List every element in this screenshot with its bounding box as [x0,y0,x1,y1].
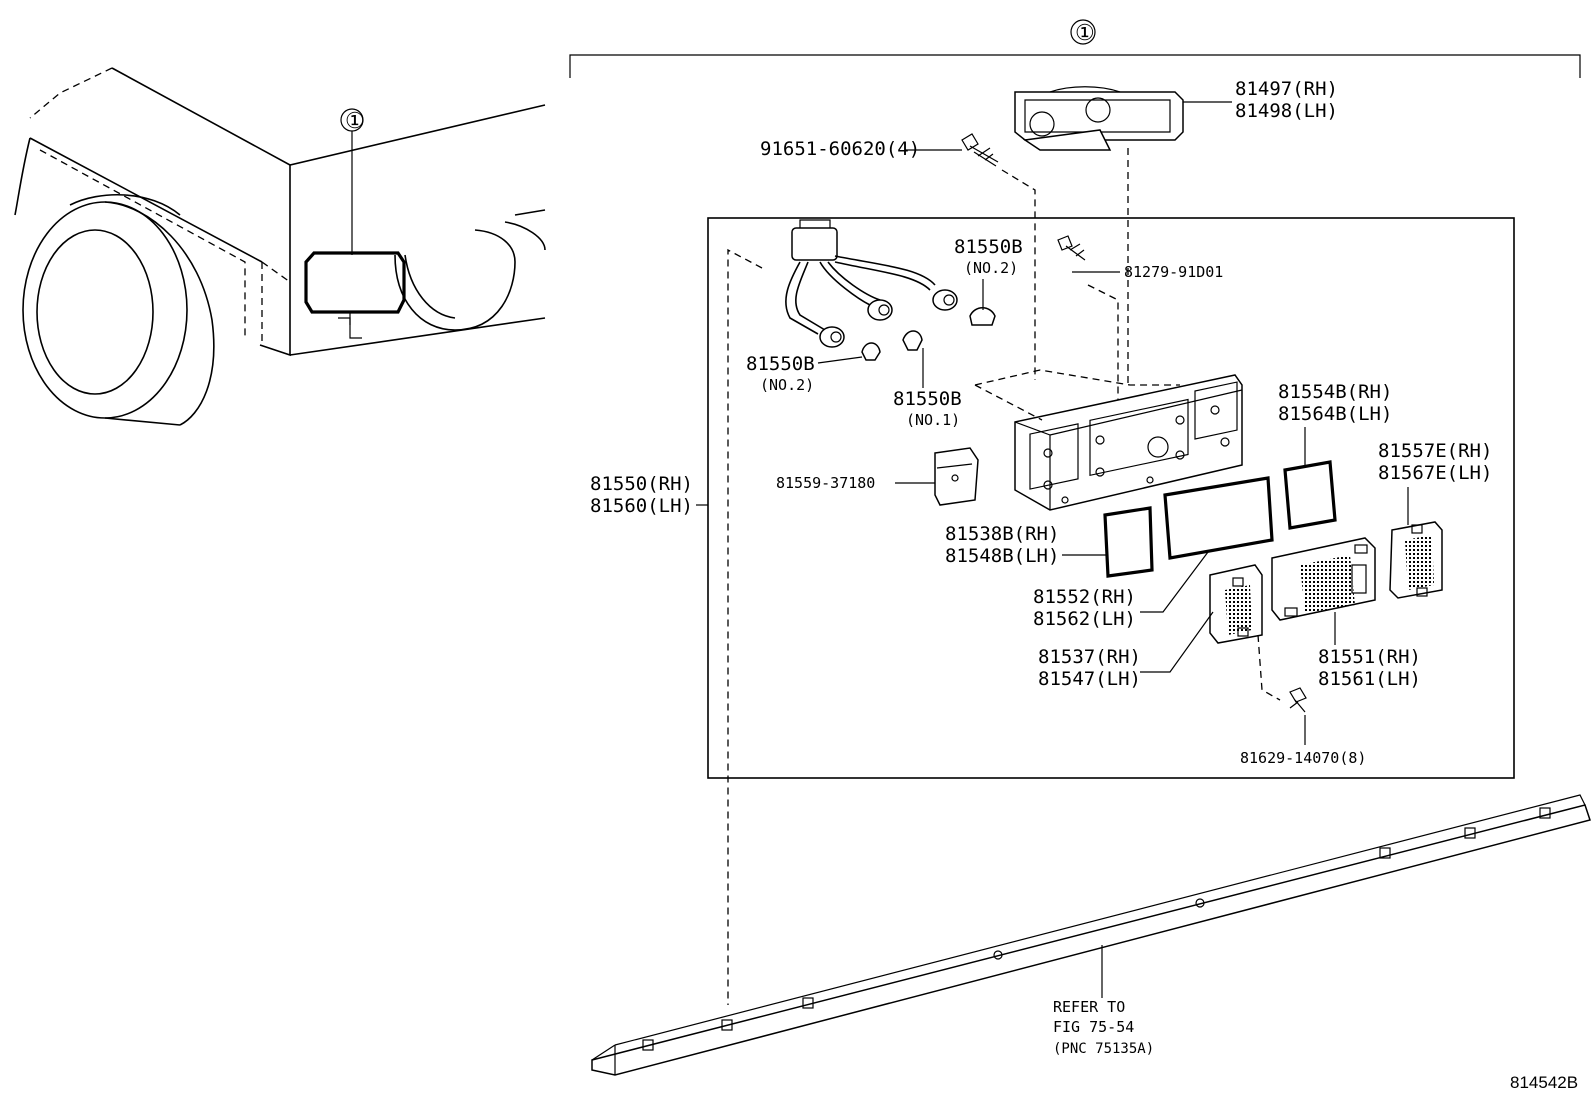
label-refer-fig: FIG 75-54 [1053,1018,1134,1036]
label-81538b-rh: 81538B(RH) [945,523,1059,545]
part-81537-lens [1209,564,1263,644]
label-81557e-rh: 81557E(RH) [1378,440,1492,462]
part-81538b-gasket [1103,506,1154,578]
label-81550-rh: 81550(RH) [590,473,693,495]
label-81567e-lh: 81567E(LH) [1378,462,1492,484]
part-81552-gasket [1163,476,1274,560]
label-81497-rh: 81497(RH) [1235,78,1338,100]
label-81559: 81559-37180 [776,474,875,492]
label-81629: 81629-14070(8) [1240,749,1366,767]
wiring-harness-and-bulbs [785,219,996,361]
diagram-id: 814542B [1510,1073,1578,1092]
label-81560-lh: 81560(LH) [590,495,693,517]
label-81550b-left: 81550B [746,353,815,375]
label-81550b-top: 81550B [954,236,1023,258]
label-81498-lh: 81498(LH) [1235,100,1338,122]
label-81564b-lh: 81564B(LH) [1278,403,1392,425]
label-81561-lh: 81561(LH) [1318,668,1421,690]
label-91651: 91651-60620(4) [760,138,920,160]
label-refer-to: REFER TO [1053,998,1125,1016]
label-81562-lh: 81562(LH) [1033,608,1136,630]
assembly-bracket: ① [569,19,1581,78]
label-81551-rh: 81551(RH) [1318,646,1421,668]
screw-81629 [1289,687,1307,745]
screw-91651 [905,133,999,167]
screw-81279 [1057,235,1120,273]
label-81548b-lh: 81548B(LH) [945,545,1059,567]
callout-1-vehicle: ① [345,108,365,133]
label-81554b-rh: 81554B(RH) [1278,381,1392,403]
vehicle-rear-illustration: ① [14,67,546,426]
part-81551-lens [1271,537,1376,621]
callout-1-assembly: ① [1075,20,1095,45]
label-81537-rh: 81537(RH) [1038,646,1141,668]
part-81559-clip [895,447,979,506]
label-81550b-left-no: (NO.2) [760,376,814,394]
part-81557e-lens [1389,521,1443,599]
part-81550-lamp-body [1014,374,1243,511]
label-81550b-mid-no: (NO.1) [906,411,960,429]
label-refer-pnc: (PNC 75135A) [1053,1041,1154,1057]
label-81552-rh: 81552(RH) [1033,586,1136,608]
label-81550b-top-no: (NO.2) [964,259,1018,277]
lamp-subassembly-box [707,217,1515,779]
label-81279: 81279-91D01 [1124,263,1223,281]
part-81497-housing [1014,86,1232,151]
part-81554b-gasket [1283,460,1337,530]
label-81547-lh: 81547(LH) [1038,668,1141,690]
label-81550b-mid: 81550B [893,388,962,410]
